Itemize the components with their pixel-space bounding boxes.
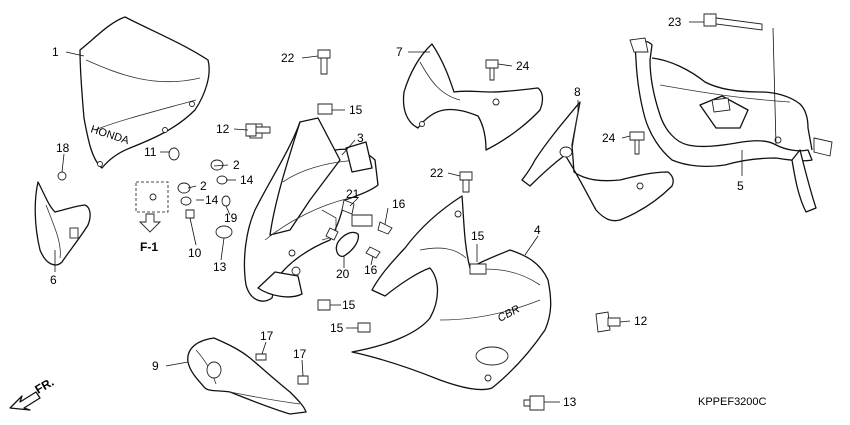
callout-10: 10 [188,246,202,260]
callout-8: 8 [574,85,581,99]
upper-inner-cover-part [402,43,544,151]
callout-16-lower: 16 [364,263,378,277]
windscreen-part: HONDA [79,16,210,169]
side-fairing-part: CBR [351,195,552,391]
callout-15-fairing: 15 [471,229,485,243]
diagram-code: KPPEF3200C [698,396,767,408]
callout-13-right: 13 [563,395,577,409]
leader-lines [54,21,777,403]
fastener-group [245,13,763,411]
callout-18: 18 [56,141,70,155]
inner-panel-left-part [34,181,91,266]
callout-16-upper: 16 [392,197,406,211]
callout-15-upper: 15 [349,103,363,117]
callout-9: 9 [152,359,159,373]
callout-3: 3 [357,131,364,145]
callout-11: 11 [144,145,157,159]
view-reference-label: F-1 [140,240,158,254]
callout-12-left: 12 [216,122,230,136]
callout-23: 23 [668,15,682,29]
callout-19: 19 [224,211,238,225]
callout-15-lower: 15 [330,321,344,335]
callout-13-left: 13 [213,260,227,274]
callout-24-lower: 24 [602,131,616,145]
view-reference-box: F-1 [135,181,169,254]
callout-14-upper: 14 [240,173,254,187]
callout-6: 6 [50,273,57,287]
callout-labels: 1 2 2 3 4 5 6 7 8 9 10 11 12 12 13 13 14… [50,15,744,409]
callout-22-lower: 22 [430,166,444,180]
callout-12-right: 12 [634,314,648,328]
callout-24-upper: 24 [516,59,530,73]
upper-cowl-inner-part [243,117,379,302]
callout-4: 4 [534,223,541,237]
front-direction-arrow: FR. [9,375,56,411]
callout-20: 20 [336,267,350,281]
callout-21: 21 [346,187,360,201]
lower-duct-part [187,337,307,415]
callout-17-left: 17 [260,329,274,343]
callout-5: 5 [737,179,744,193]
callout-22-upper: 22 [281,51,295,65]
cowl-stay-part [629,37,833,213]
callout-2-upper: 2 [233,158,240,172]
callout-14-lower: 14 [205,193,219,207]
callout-7: 7 [396,45,403,59]
inner-panel-right-part [521,101,674,222]
callout-2-lower: 2 [200,179,207,193]
callout-1: 1 [52,45,59,59]
bracket-part [317,199,393,333]
callout-15-middle: 15 [342,298,356,312]
callout-17-right: 17 [293,347,307,361]
